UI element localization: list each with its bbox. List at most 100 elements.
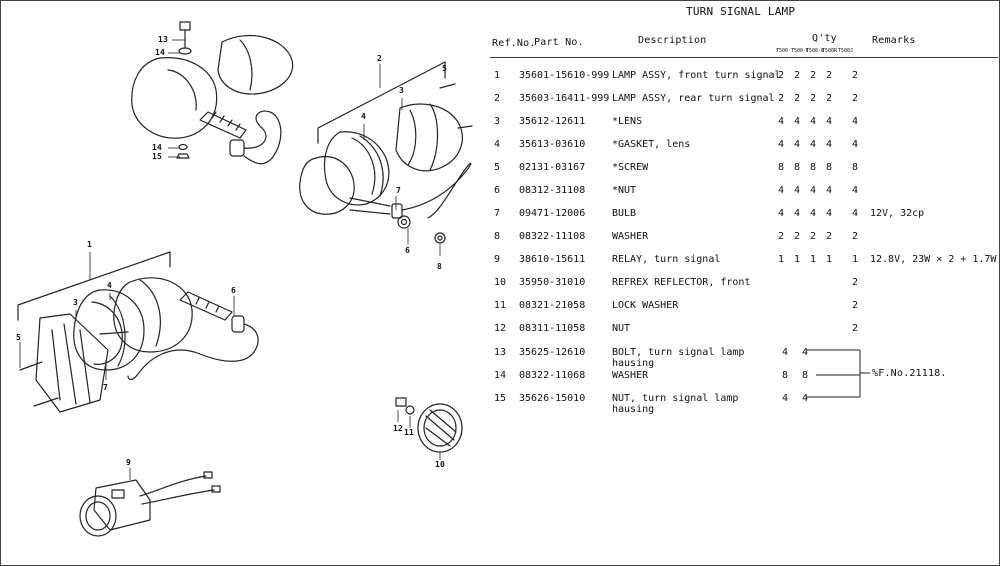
row-qty-4: 2 — [825, 70, 833, 81]
callout-3-left: 3 — [73, 298, 79, 307]
row-ref-no: 1 — [494, 70, 501, 81]
header-remarks: Remarks — [872, 35, 916, 46]
callout-4-left: 4 — [107, 281, 113, 290]
row-qty-3: 1 — [809, 254, 817, 265]
row-qty-5: 4 — [851, 185, 859, 196]
row-remarks: 12.8V, 23W × 2 + 1.7W — [870, 254, 997, 265]
row-qty-3: 4 — [809, 116, 817, 127]
row-qty-3: 8 — [809, 162, 817, 173]
header-description: Description — [638, 35, 707, 46]
row-qty-3: 2 — [809, 231, 817, 242]
header-model-t500j: T500J — [838, 48, 854, 54]
callout-13: 13 — [158, 35, 169, 44]
row-qty-1: 4 — [781, 347, 789, 358]
row-qty-3: 4 — [809, 208, 817, 219]
row-part-no: 08322-11108 — [519, 231, 586, 242]
row-description: *SCREW — [612, 162, 649, 173]
row-qty-4: 2 — [825, 231, 833, 242]
row-ref-no: 3 — [494, 116, 501, 127]
row-description: LOCK WASHER — [612, 300, 679, 311]
callout-3-right: 3 — [399, 86, 405, 95]
callout-2: 2 — [377, 54, 383, 63]
row-ref-no: 4 — [494, 139, 501, 150]
row-description: WASHER — [612, 231, 649, 242]
row-part-no: 35613-03610 — [519, 139, 586, 150]
row-description: LAMP ASSY, front turn signal — [612, 70, 781, 81]
row-ref-no: 6 — [494, 185, 501, 196]
row-qty-2: 4 — [801, 347, 809, 358]
row-qty-4: 4 — [825, 208, 833, 219]
row-ref-no: 8 — [494, 231, 501, 242]
callout-14-top: 14 — [155, 48, 166, 57]
row-qty-5: 2 — [851, 231, 859, 242]
row-qty-1: 4 — [781, 393, 789, 404]
callout-5-left: 5 — [16, 333, 22, 342]
header-model-t500-2: T500-Ⅱ — [791, 48, 809, 54]
front-lamp-top-illustration — [131, 21, 294, 165]
row-qty-1: 4 — [777, 208, 785, 219]
row-qty-5: 2 — [851, 277, 859, 288]
row-qty-2: 4 — [793, 139, 801, 150]
row-description: WASHER — [612, 370, 649, 381]
header-part-no: Part No. — [534, 37, 584, 48]
front-lamp-assy-illustration — [17, 251, 259, 413]
row-part-no: 08321-21058 — [519, 300, 586, 311]
row-qty-5: 2 — [851, 93, 859, 104]
row-part-no: 35601-15610-999 — [519, 70, 610, 81]
row-ref-no: 10 — [494, 277, 507, 288]
row-part-no: 02131-03167 — [519, 162, 586, 173]
row-qty-1: 8 — [777, 162, 785, 173]
callout-leaders — [19, 39, 446, 480]
callout-7-left: 7 — [103, 383, 109, 392]
row-qty-5: 4 — [851, 116, 859, 127]
row-part-no: 35625-12610 — [519, 347, 586, 358]
row-qty-4: 8 — [825, 162, 833, 173]
row-description: LAMP ASSY, rear turn signal — [612, 93, 775, 104]
row-ref-no: 2 — [494, 93, 501, 104]
row-qty-2: 8 — [801, 370, 809, 381]
reflector-illustration — [395, 397, 463, 453]
row-qty-3: 2 — [809, 70, 817, 81]
row-qty-1: 4 — [777, 116, 785, 127]
callout-6-right: 6 — [405, 246, 411, 255]
row-qty-2: 1 — [793, 254, 801, 265]
row-qty-5: 8 — [851, 162, 859, 173]
row-remarks: 12V, 32cp — [870, 208, 925, 219]
relay-illustration — [79, 471, 221, 537]
row-part-no: 38610-15611 — [519, 254, 586, 265]
row-description: *GASKET, lens — [612, 139, 691, 150]
callout-9: 9 — [126, 458, 132, 467]
row-description: *LENS — [612, 116, 643, 127]
row-qty-1: 2 — [777, 70, 785, 81]
row-qty-2: 4 — [801, 393, 809, 404]
row-part-no: 35603-16411-999 — [519, 93, 610, 104]
row-qty-4: 1 — [825, 254, 833, 265]
header-rule — [490, 57, 998, 58]
row-description: BOLT, turn signal lamp hausing — [612, 347, 745, 369]
row-description: NUT, turn signal lamp hausing — [612, 393, 739, 415]
row-ref-no: 7 — [494, 208, 501, 219]
row-ref-no: 11 — [494, 300, 507, 311]
row-qty-2: 2 — [793, 231, 801, 242]
row-qty-4: 2 — [825, 93, 833, 104]
row-qty-5: 2 — [851, 70, 859, 81]
row-qty-2: 2 — [793, 70, 801, 81]
row-qty-4: 4 — [825, 185, 833, 196]
row-qty-5: 4 — [851, 139, 859, 150]
row-ref-no: 15 — [494, 393, 507, 404]
row-part-no: 35626-15010 — [519, 393, 586, 404]
row-description: BULB — [612, 208, 637, 219]
row-description: *NUT — [612, 185, 637, 196]
row-ref-no: 9 — [494, 254, 501, 265]
row-part-no: 08322-11068 — [519, 370, 586, 381]
row-qty-4: 4 — [825, 139, 833, 150]
row-qty-1: 2 — [777, 231, 785, 242]
row-qty-1: 4 — [777, 139, 785, 150]
row-part-no: 35950-31010 — [519, 277, 586, 288]
row-qty-3: 2 — [809, 93, 817, 104]
callout-7-right: 7 — [396, 186, 402, 195]
row-qty-5: 2 — [851, 323, 859, 334]
row-qty-4: 4 — [825, 116, 833, 127]
row-ref-no: 14 — [494, 370, 507, 381]
row-ref-no: 5 — [494, 162, 501, 173]
